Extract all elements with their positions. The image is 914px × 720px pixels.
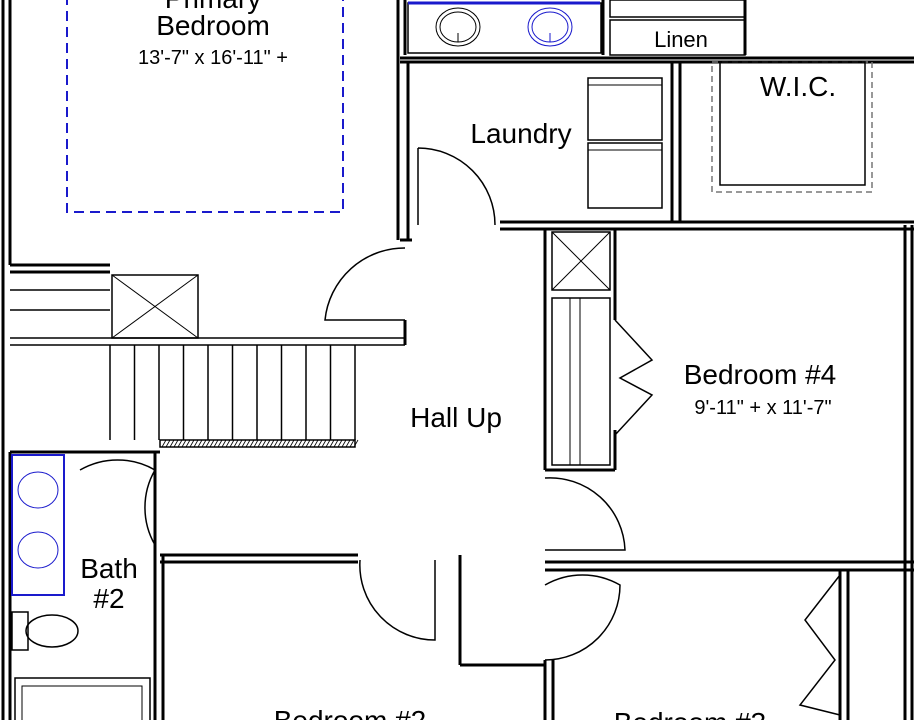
stair-rail-hatch — [297, 439, 303, 448]
laundry-label: Laundry — [470, 118, 571, 149]
interior-walls — [10, 0, 914, 720]
stair-rail-hatch — [289, 439, 295, 448]
stair-rail-hatch — [333, 439, 339, 448]
stair-rail-hatch — [193, 439, 199, 448]
primary-bedroom-dimensions: 13'-7" x 16'-11" + — [138, 47, 288, 69]
stair-rail-hatch — [209, 439, 215, 448]
bedroom3-closet-door — [798, 574, 841, 716]
stair-rail-hatch — [205, 439, 211, 448]
stair-rail-hatch — [321, 439, 327, 448]
stair-rail-hatch — [265, 439, 271, 448]
bedroom4-dimensions: 9'-11" + x 11'-7" — [694, 397, 831, 419]
stair-rail-hatch — [177, 439, 183, 448]
dryer — [587, 142, 663, 209]
linen-label: Linen — [654, 27, 708, 52]
bath2-label-line2: #2 — [93, 583, 124, 614]
stair-rail-hatch — [217, 439, 223, 448]
stair-rail-hatch — [173, 439, 179, 448]
stair-rail-hatch — [225, 439, 231, 448]
stair-rail-hatch — [249, 439, 255, 448]
stair-rail-hatch — [277, 439, 283, 448]
sink-icon — [527, 7, 573, 47]
stair-rail-hatch — [309, 439, 315, 448]
bath2-label: Bath — [80, 553, 138, 584]
primary-bath-vanity — [407, 1, 602, 54]
primary-bedroom-rug-outline — [66, 0, 344, 213]
stair-rail-hatch — [313, 439, 319, 448]
bedroom-bottom-right-label: Bedroom #3 — [614, 707, 767, 720]
stair-rail-hatch — [353, 439, 359, 448]
stair-rail-hatch — [345, 439, 351, 448]
stair-rail-hatch — [229, 439, 235, 448]
stair-rail-hatch — [329, 439, 335, 448]
linen-shelf-top — [609, 0, 746, 18]
stair-rail-hatch — [269, 439, 275, 448]
stair-rail-hatch — [273, 439, 279, 448]
bedroom-bottom-left-label: Bedroom #2 — [274, 705, 427, 720]
staircase — [10, 274, 405, 448]
washer — [587, 77, 663, 141]
primary-bedroom-label: Primary — [165, 0, 261, 14]
bath2-fixtures — [11, 454, 151, 720]
primary-bedroom-label-line2: Bedroom — [156, 10, 270, 41]
wic-shelf — [719, 61, 866, 186]
stair-rail-hatch — [233, 439, 239, 448]
stair-rail-hatch — [201, 439, 207, 448]
stair-rail-hatch — [169, 439, 175, 448]
stair-rail-hatch — [317, 439, 323, 448]
stair-rail-hatch — [305, 439, 311, 448]
doors — [79, 147, 626, 661]
stair-rail-hatch — [161, 439, 167, 448]
toilet-icon — [25, 614, 79, 648]
stair-rail-hatch — [241, 439, 247, 448]
linen-closet — [609, 19, 746, 56]
stair-rail-hatch — [349, 439, 355, 448]
stair-rail-hatch — [281, 439, 287, 448]
stair-rail-hatch — [237, 439, 243, 448]
stair-rail-hatch — [337, 439, 343, 448]
stair-rail-hatch — [341, 439, 347, 448]
hall-label: Hall Up — [410, 402, 502, 433]
stair-rail-hatch — [245, 439, 251, 448]
wic-label: W.I.C. — [760, 71, 836, 102]
stair-rail-hatch — [253, 439, 259, 448]
toilet-tank — [11, 611, 29, 651]
stair-rail-hatch — [257, 439, 263, 448]
bedroom4-label: Bedroom #4 — [684, 359, 837, 390]
stair-rail-hatch — [325, 439, 331, 448]
stair-rail-hatch — [197, 439, 203, 448]
sink-icon — [435, 7, 481, 47]
bedroom4-closet — [551, 231, 654, 466]
stair-rail-hatch — [185, 439, 191, 448]
stair-rail-hatch — [181, 439, 187, 448]
stair-rail-hatch — [301, 439, 307, 448]
stair-rail-hatch — [189, 439, 195, 448]
bathtub — [14, 677, 151, 720]
stair-rail-hatch — [165, 439, 171, 448]
stair-rail-hatch — [293, 439, 299, 448]
stair-rail-hatch — [285, 439, 291, 448]
stair-rail-hatch — [261, 439, 267, 448]
stair-rail-hatch — [213, 439, 219, 448]
stair-rail-hatch — [221, 439, 227, 448]
